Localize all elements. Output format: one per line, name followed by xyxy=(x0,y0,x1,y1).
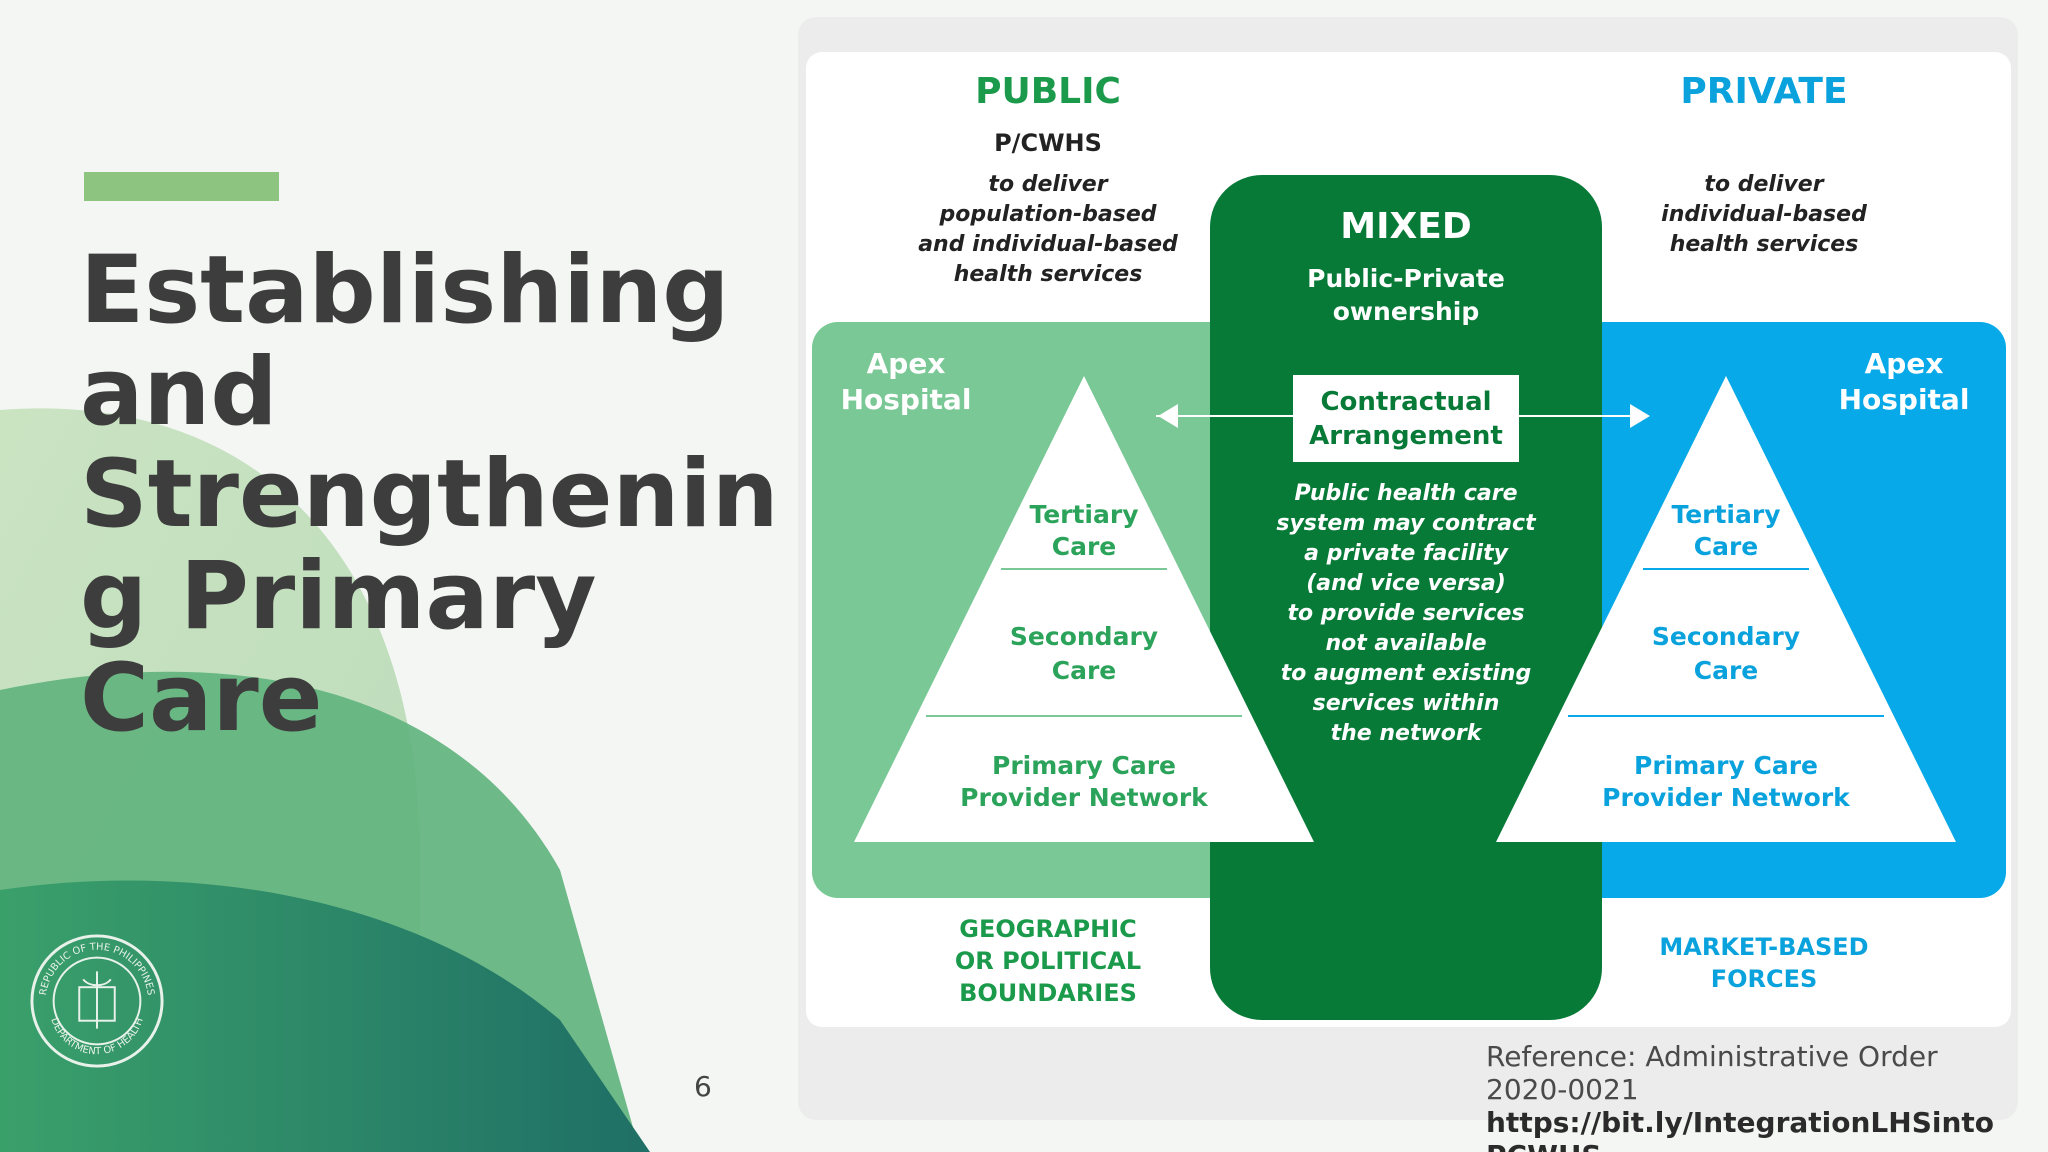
svg-text:population-based: population-based xyxy=(939,202,1157,227)
mixed-subheading: Public-Private ownership xyxy=(1307,264,1505,326)
public-secondary-care: Secondary xyxy=(1010,622,1158,651)
reference-text: Reference: Administrative Order 2020-002… xyxy=(1486,1040,1938,1106)
public-pyramid: Tertiary Care Secondary Care Primary Car… xyxy=(854,376,1314,842)
private-description: to deliver individual-based health servi… xyxy=(1661,172,1867,257)
svg-text:to augment existing: to augment existing xyxy=(1281,661,1531,686)
svg-text:BOUNDARIES: BOUNDARIES xyxy=(959,979,1137,1007)
svg-text:Public-Private: Public-Private xyxy=(1307,264,1505,293)
svg-text:not available: not available xyxy=(1325,631,1486,656)
private-tertiary-care: Tertiary xyxy=(1671,500,1780,529)
arrow-right-icon xyxy=(1630,404,1650,428)
svg-text:and individual-based: and individual-based xyxy=(918,232,1178,257)
svg-text:Apex: Apex xyxy=(867,347,946,380)
svg-text:Arrangement: Arrangement xyxy=(1309,421,1503,451)
mixed-description: Public health care system may contract a… xyxy=(1276,481,1537,746)
private-pyramid: Tertiary Care Secondary Care Primary Car… xyxy=(1496,376,1956,842)
mixed-heading: MIXED xyxy=(1340,206,1471,247)
svg-text:(and vice versa): (and vice versa) xyxy=(1306,571,1506,596)
private-primary-care: Primary Care xyxy=(1634,751,1818,780)
svg-text:OR POLITICAL: OR POLITICAL xyxy=(955,947,1141,975)
reference-link[interactable]: https://bit.ly/IntegrationLHSintoPCWHS xyxy=(1486,1106,1995,1152)
svg-text:to deliver: to deliver xyxy=(1704,172,1824,197)
doh-seal-icon: REPUBLIC OF THE PHILIPPINES DEPARTMENT O… xyxy=(30,934,164,1068)
svg-text:the network: the network xyxy=(1331,721,1483,746)
svg-text:Care: Care xyxy=(1694,656,1759,685)
reference-note: Reference: Administrative Order 2020-002… xyxy=(1486,1040,2006,1152)
private-footer: MARKET-BASED FORCES xyxy=(1659,933,1868,993)
public-primary-care: Primary Care xyxy=(992,751,1176,780)
svg-text:Hospital: Hospital xyxy=(1839,383,1970,416)
public-apex-label: Apex Hospital xyxy=(841,347,972,416)
svg-text:Care: Care xyxy=(1694,532,1759,561)
private-apex-label: Apex Hospital xyxy=(1839,347,1970,416)
svg-text:to provide services: to provide services xyxy=(1287,601,1524,626)
svg-text:Provider Network: Provider Network xyxy=(1602,783,1851,812)
svg-text:Contractual: Contractual xyxy=(1320,387,1491,417)
private-heading: PRIVATE xyxy=(1680,71,1847,112)
svg-text:Care: Care xyxy=(1052,656,1117,685)
public-tertiary-care: Tertiary xyxy=(1029,500,1138,529)
svg-text:GEOGRAPHIC: GEOGRAPHIC xyxy=(959,915,1136,943)
svg-text:to deliver: to deliver xyxy=(988,172,1108,197)
svg-text:Hospital: Hospital xyxy=(841,383,972,416)
svg-text:system may contract: system may contract xyxy=(1276,511,1537,536)
slide-title: Establishing and Strengthenin g Primary … xyxy=(80,236,779,753)
svg-text:health services: health services xyxy=(1670,232,1859,257)
arrow-left-icon xyxy=(1158,404,1178,428)
svg-text:services within: services within xyxy=(1313,691,1500,716)
public-heading: PUBLIC xyxy=(975,71,1121,112)
health-system-diagram: PUBLIC P/CWHS to deliver population-base… xyxy=(806,52,2011,1027)
contractual-label: Contractual Arrangement xyxy=(1309,387,1503,451)
svg-text:Care: Care xyxy=(1052,532,1117,561)
svg-text:MARKET-BASED: MARKET-BASED xyxy=(1659,933,1868,961)
public-description: to deliver population-based and individu… xyxy=(918,172,1178,287)
svg-text:Apex: Apex xyxy=(1865,347,1944,380)
svg-text:FORCES: FORCES xyxy=(1711,965,1818,993)
public-subheading: P/CWHS xyxy=(994,129,1102,157)
contract-arrows xyxy=(1156,404,1650,428)
private-secondary-care: Secondary xyxy=(1652,622,1800,651)
accent-bar xyxy=(84,172,279,201)
svg-text:health services: health services xyxy=(954,262,1143,287)
svg-text:a private facility: a private facility xyxy=(1304,541,1510,566)
contractual-box xyxy=(1293,375,1519,462)
svg-text:Public health care: Public health care xyxy=(1295,481,1518,506)
svg-text:ownership: ownership xyxy=(1333,297,1480,326)
public-footer: GEOGRAPHIC OR POLITICAL BOUNDARIES xyxy=(955,915,1141,1007)
slide-number: 6 xyxy=(694,1070,712,1103)
svg-text:individual-based: individual-based xyxy=(1661,202,1867,227)
svg-text:Provider Network: Provider Network xyxy=(960,783,1209,812)
